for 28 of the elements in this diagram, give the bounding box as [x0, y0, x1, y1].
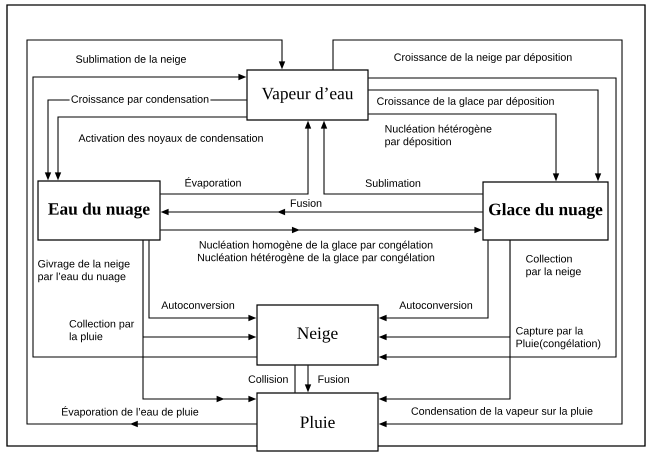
- edge-label: Sublimation de la neige: [76, 55, 186, 65]
- arrow: [32, 74, 256, 358]
- connector-line: [294, 366, 296, 392]
- edge-label: Sublimation: [366, 179, 420, 187]
- arrow: [368, 77, 617, 360]
- process-box: Eau du nuage: [37, 180, 161, 241]
- edge-label: Collision: [248, 375, 288, 383]
- edge-label: Évaporation: [185, 177, 241, 189]
- process-box: Neige: [256, 304, 379, 366]
- edge-label: Givrage de la neige par l’eau du nuage: [38, 260, 130, 282]
- edge-label: Croissance de la glace par déposition: [377, 96, 554, 108]
- edge-label: Croissance de la neige par déposition: [394, 52, 572, 64]
- edge-label: Nucléation homogène de la glace par congélation Nucléation hétérogène de la glace par congélation: [198, 240, 434, 264]
- edge-label: Fusion: [318, 375, 349, 383]
- edge-label: Fusion: [290, 199, 322, 207]
- edge-label: Autoconversion: [399, 301, 472, 309]
- edge-label: Activation des noyaux de condensation: [78, 134, 263, 144]
- edge-label: Collection par la pluie: [70, 320, 134, 342]
- edge-label: Collection par la neige: [526, 254, 581, 278]
- process-box: Vapeur d’eau: [246, 69, 369, 121]
- edge-label: Autoconversion: [161, 301, 234, 309]
- process-box: Pluie: [256, 392, 379, 452]
- edge-label: Nucléation hétérogène par déposition: [385, 124, 492, 148]
- arrow: [332, 39, 623, 428]
- edge-label: Condensation de la vapeur sur la pluie: [412, 407, 592, 417]
- edge-label: Capture par la Pluie(congélation): [516, 326, 600, 350]
- process-box: Glace du nuage: [482, 181, 609, 241]
- edge-label: Croissance par condensation: [70, 94, 210, 106]
